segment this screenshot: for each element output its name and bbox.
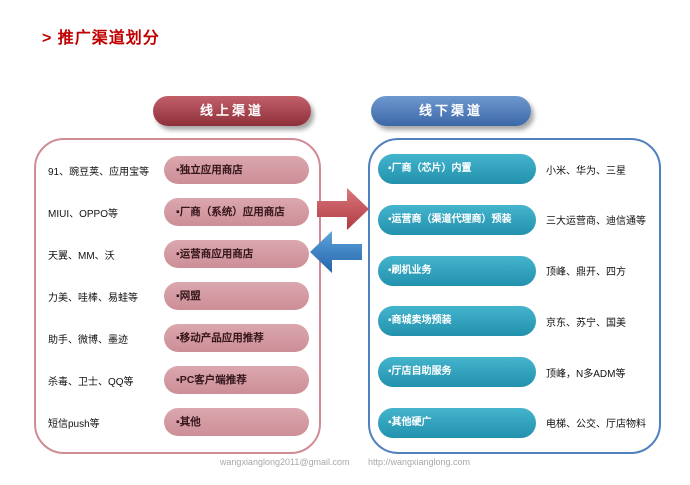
online-row-label: MIUI、OPPO等 (48, 208, 119, 220)
page-title: > 推广渠道划分 (42, 30, 160, 47)
offline-row-pill: ▪商城卖场预装 (378, 306, 536, 337)
offline-row: ▪厂商（芯片）内置 小米、华为、三星 (378, 154, 651, 184)
offline-row: ▪厅店自助服务 顶峰，N多ADM等 (378, 357, 651, 388)
online-row: 助手、微博、墨迹 ▪移动产品应用推荐 (42, 324, 309, 352)
online-row-label: 天翼、MM、沃 (48, 250, 115, 262)
online-row-label: 力美、哇棒、易蛙等 (48, 292, 138, 304)
online-row: 91、豌豆荚、应用宝等 ▪独立应用商店 (42, 156, 309, 184)
offline-row-pill: ▪厅店自助服务 (378, 357, 536, 388)
online-row-pill: ▪厂商（系统）应用商店 (164, 198, 309, 226)
online-channels-panel: 91、豌豆荚、应用宝等 ▪独立应用商店 MIUI、OPPO等 ▪厂商（系统）应用… (34, 138, 321, 454)
online-row-pill: ▪其他 (164, 408, 309, 436)
footer-email: wangxianglong2011@gmail.com (219, 457, 350, 467)
offline-row-label: 电梯、公交、厅店物料 (546, 419, 646, 431)
offline-row-pill: ▪其他硬广 (378, 407, 536, 438)
online-row: 天翼、MM、沃 ▪运营商应用商店 (42, 240, 309, 268)
online-row-pill: ▪网盟 (164, 282, 309, 310)
online-row-label: 杀毒、卫士、QQ等 (48, 376, 134, 388)
online-row-label: 短信push等 (48, 418, 100, 430)
online-row-label: 91、豌豆荚、应用宝等 (48, 166, 150, 178)
online-row-pill: ▪PC客户端推荐 (164, 366, 309, 394)
offline-channels-header: 线下渠道 (371, 96, 531, 126)
online-row: MIUI、OPPO等 ▪厂商（系统）应用商店 (42, 198, 309, 226)
online-row-label: 助手、微博、墨迹 (48, 334, 128, 346)
online-channels-header: 线上渠道 (153, 96, 311, 126)
offline-row-pill: ▪厂商（芯片）内置 (378, 154, 536, 184)
footer-url: http://wangxianglong.com (367, 457, 471, 467)
offline-row: ▪商城卖场预装 京东、苏宁、国美 (378, 306, 651, 337)
online-row-pill: ▪独立应用商店 (164, 156, 309, 184)
offline-row: ▪刷机业务 顶峰、鼎开、四方 (378, 255, 651, 286)
offline-row-label: 顶峰、鼎开、四方 (546, 267, 626, 279)
online-row-pill: ▪运营商应用商店 (164, 240, 309, 268)
offline-row-label: 京东、苏宁、国美 (546, 317, 626, 329)
offline-row-pill: ▪运营商（渠道代理商）预装 (378, 204, 536, 235)
offline-row-label: 小米、华为、三星 (546, 165, 626, 177)
offline-row-label: 顶峰，N多ADM等 (546, 368, 626, 380)
online-row: 短信push等 ▪其他 (42, 408, 309, 436)
online-row: 杀毒、卫士、QQ等 ▪PC客户端推荐 (42, 366, 309, 394)
offline-row-label: 三大运营商、迪信通等 (546, 216, 646, 228)
online-row: 力美、哇棒、易蛙等 ▪网盟 (42, 282, 309, 310)
offline-channels-panel: ▪厂商（芯片）内置 小米、华为、三星 ▪运营商（渠道代理商）预装 三大运营商、迪… (368, 138, 661, 454)
red-right-arrow-icon (317, 188, 369, 230)
online-row-pill: ▪移动产品应用推荐 (164, 324, 309, 352)
offline-row: ▪运营商（渠道代理商）预装 三大运营商、迪信通等 (378, 204, 651, 235)
blue-left-arrow-icon (310, 231, 362, 273)
footer: wangxianglong2011@gmail.com http://wangx… (0, 457, 690, 467)
offline-row-pill: ▪刷机业务 (378, 255, 536, 286)
offline-row: ▪其他硬广 电梯、公交、厅店物料 (378, 407, 651, 438)
